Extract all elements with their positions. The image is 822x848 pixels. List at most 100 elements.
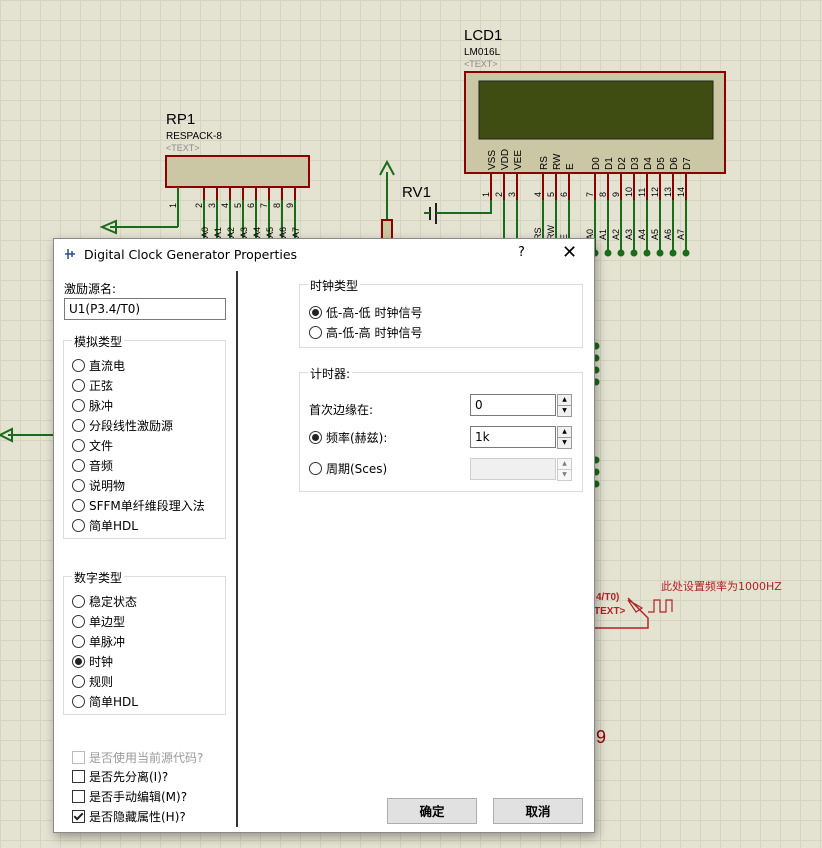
analog-type-label: 直流电 [89, 359, 126, 373]
junction-dot [617, 249, 625, 257]
clock-generator-icon[interactable] [627, 599, 644, 613]
analog-type-radio[interactable]: 正弦 [72, 377, 113, 393]
lcd-pin-name: VEE [513, 150, 524, 170]
option-label: 是否手动编辑(M)? [89, 790, 188, 804]
respack-pin-number: 7 [259, 203, 269, 208]
option-checkbox[interactable]: 是否先分离(I)? [72, 768, 168, 785]
digital-type-radio[interactable]: 单脉冲 [72, 633, 125, 649]
respack-pin-number: 9 [285, 203, 295, 208]
digital-type-label: 简单HDL [89, 695, 138, 709]
junction-dot [643, 249, 651, 257]
title-bar[interactable]: Digital Clock Generator Properties ? ✕ [54, 239, 594, 269]
lcd-pin-name: VDD [500, 149, 511, 170]
lcd-pin-number: 14 [676, 187, 686, 197]
lcd-pin-name: VSS [487, 150, 498, 170]
respack-bus-label: A0 [200, 227, 210, 238]
checkbox-icon [72, 770, 85, 783]
respack-body[interactable] [165, 155, 310, 188]
lcd-pin-number: 8 [598, 192, 608, 197]
clock-type-radio[interactable]: 低-高-低 时钟信号 [309, 304, 422, 320]
period-radio[interactable]: 周期(Sces) [309, 460, 387, 476]
digital-type-radio[interactable]: 规则 [72, 673, 113, 689]
option-checkbox: 是否使用当前源代码? [72, 749, 203, 766]
analog-type-radio[interactable]: SFFM单纤维段理入法 [72, 497, 205, 513]
analog-type-radio[interactable]: 文件 [72, 437, 113, 453]
frequency-spinner[interactable]: ▲▼ [557, 426, 572, 449]
digital-type-radio[interactable]: 简单HDL [72, 693, 138, 709]
digital-type-label: 稳定状态 [89, 595, 138, 609]
digital-type-radio[interactable]: 时钟 [72, 653, 113, 669]
digital-type-radio[interactable]: 单边型 [72, 613, 125, 629]
lcd-bus-label: RW [546, 225, 556, 240]
junction-dot [669, 249, 677, 257]
lcd-pin-name: D6 [669, 157, 680, 170]
frequency-annotation: 此处设置频率为1000HZ [661, 579, 782, 593]
lcd-pin-number: 13 [663, 187, 673, 197]
analog-type-radio[interactable]: 直流电 [72, 357, 125, 373]
digital-type-label: 单脉冲 [89, 635, 126, 649]
digital-type-radio[interactable]: 稳定状态 [72, 593, 137, 609]
option-checkbox[interactable]: 是否隐藏属性(H)? [72, 808, 186, 825]
digital-type-label: 时钟 [89, 655, 114, 669]
respack-bus-label: A4 [252, 227, 262, 238]
close-button[interactable]: ✕ [562, 242, 578, 263]
option-label: 是否隐藏属性(H)? [89, 810, 186, 824]
clock-type-radio[interactable]: 高-低-高 时钟信号 [309, 324, 422, 340]
analog-type-radio[interactable]: 分段线性激励源 [72, 417, 173, 433]
analog-type-label: 简单HDL [89, 519, 138, 533]
lcd-bus-label: A0 [585, 229, 595, 240]
help-button[interactable]: ? [518, 245, 525, 260]
analog-type-label: 文件 [89, 439, 114, 453]
junction-dot [630, 249, 638, 257]
respack-bus-label: A5 [265, 227, 275, 238]
column-separator [236, 271, 238, 827]
radio-circle-icon [72, 519, 85, 532]
lcd-pin-name: RW [552, 153, 563, 170]
frequency-input[interactable]: 1k [470, 426, 556, 448]
lcd-pin-number: 2 [494, 192, 504, 197]
frequency-label: 频率(赫兹): [326, 431, 388, 445]
radio-circle-icon [72, 695, 85, 708]
frequency-radio[interactable]: 频率(赫兹): [309, 429, 387, 445]
lcd-text: <TEXT> [464, 59, 498, 69]
lcd-bus-label: A2 [611, 229, 621, 240]
lcd-pin-name: D3 [630, 157, 641, 170]
ok-button[interactable]: 确定 [387, 798, 477, 824]
first-edge-label: 首次边缘在: [309, 403, 374, 417]
lcd-ref: LCD1 [464, 27, 502, 44]
clock-type-title: 时钟类型 [308, 277, 361, 294]
respack-pin-number: 4 [220, 203, 230, 208]
source-name-label: 激励源名: [64, 282, 117, 296]
cancel-button[interactable]: 取消 [493, 798, 583, 824]
option-checkbox[interactable]: 是否手动编辑(M)? [72, 788, 187, 805]
clock-source-text: TEXT> [594, 606, 626, 617]
pot-body[interactable] [381, 219, 393, 241]
option-label: 是否先分离(I)? [89, 770, 169, 784]
clock-generator-wire [594, 597, 649, 629]
respack-bus-label: A3 [239, 227, 249, 238]
source-name-input[interactable]: U1(P3.4/T0) [64, 298, 226, 320]
first-edge-input[interactable]: 0 [470, 394, 556, 416]
period-input [470, 458, 556, 480]
lcd-bus-label: RS [533, 227, 543, 240]
analog-type-label: SFFM单纤维段理入法 [89, 499, 205, 513]
respack-pin-number: 6 [246, 203, 256, 208]
digital-clock-generator-dialog[interactable]: Digital Clock Generator Properties ? ✕ 激… [53, 238, 595, 833]
checkbox-icon [72, 751, 85, 764]
analog-type-radio[interactable]: 脉冲 [72, 397, 113, 413]
lcd-pin-number: 1 [481, 192, 491, 197]
analog-type-radio[interactable]: 音频 [72, 457, 113, 473]
lcd-pin-number: 5 [546, 192, 556, 197]
power-terminal-icon [379, 159, 395, 176]
period-label: 周期(Sces) [326, 462, 388, 476]
lcd-bus-label: A3 [624, 229, 634, 240]
analog-type-radio[interactable]: 说明物 [72, 477, 125, 493]
lcd-bus-label: A4 [637, 229, 647, 240]
first-edge-spinner[interactable]: ▲▼ [557, 394, 572, 417]
lcd-pin-name: RS [539, 156, 550, 170]
schematic-fragment-text: 9 [596, 727, 606, 747]
respack-bus-label: A6 [278, 227, 288, 238]
analog-type-radio[interactable]: 简单HDL [72, 517, 138, 533]
lcd-pin-name: D4 [643, 157, 654, 170]
